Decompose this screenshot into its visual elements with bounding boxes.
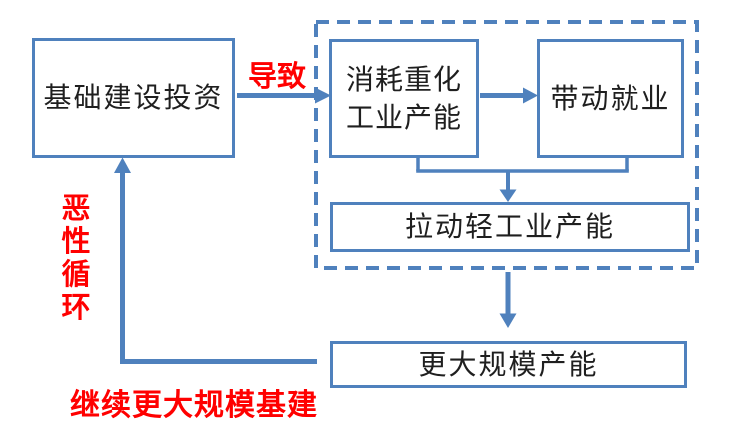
feedback-loop-head-icon xyxy=(114,157,131,173)
edge-label-vicious-cycle: 恶 性 循 环 xyxy=(57,192,95,324)
box-light-industry-capacity: 拉动轻工业产能 xyxy=(330,202,690,252)
box-heavy-line2: 工业产能 xyxy=(345,100,462,134)
edge-label-cause: 导致 xyxy=(247,59,306,93)
box-employment-label: 带动就业 xyxy=(550,81,671,115)
box-drive-employment: 带动就业 xyxy=(537,39,684,158)
arrow-to-light-head-icon xyxy=(499,189,517,202)
arrow-heavy-to-employment-head-icon xyxy=(523,87,538,104)
box-heavy-line1: 消耗重化 xyxy=(345,62,462,96)
box-infrastructure-investment: 基础建设投资 xyxy=(32,38,235,158)
arrow-to-larger-head-icon xyxy=(499,313,517,328)
edge-label-continue-infrastructure: 继续更大规模基建 xyxy=(70,388,318,422)
box-infrastructure-label: 基础建设投资 xyxy=(43,81,224,114)
box-light-label: 拉动轻工业产能 xyxy=(404,210,615,243)
vicious-cycle-char-3: 循 xyxy=(61,257,91,291)
box-heavy-industry-capacity: 消耗重化 工业产能 xyxy=(329,39,479,158)
arrow-cause-head-icon xyxy=(315,87,331,104)
dashed-group-border xyxy=(314,20,699,270)
vicious-cycle-char-1: 恶 xyxy=(61,191,91,225)
vicious-cycle-char-4: 环 xyxy=(61,290,91,324)
vicious-cycle-char-2: 性 xyxy=(61,224,91,258)
box-larger-scale-capacity: 更大规模产能 xyxy=(330,341,687,388)
feedback-loop-line xyxy=(120,172,317,364)
box-larger-label: 更大规模产能 xyxy=(418,347,599,381)
